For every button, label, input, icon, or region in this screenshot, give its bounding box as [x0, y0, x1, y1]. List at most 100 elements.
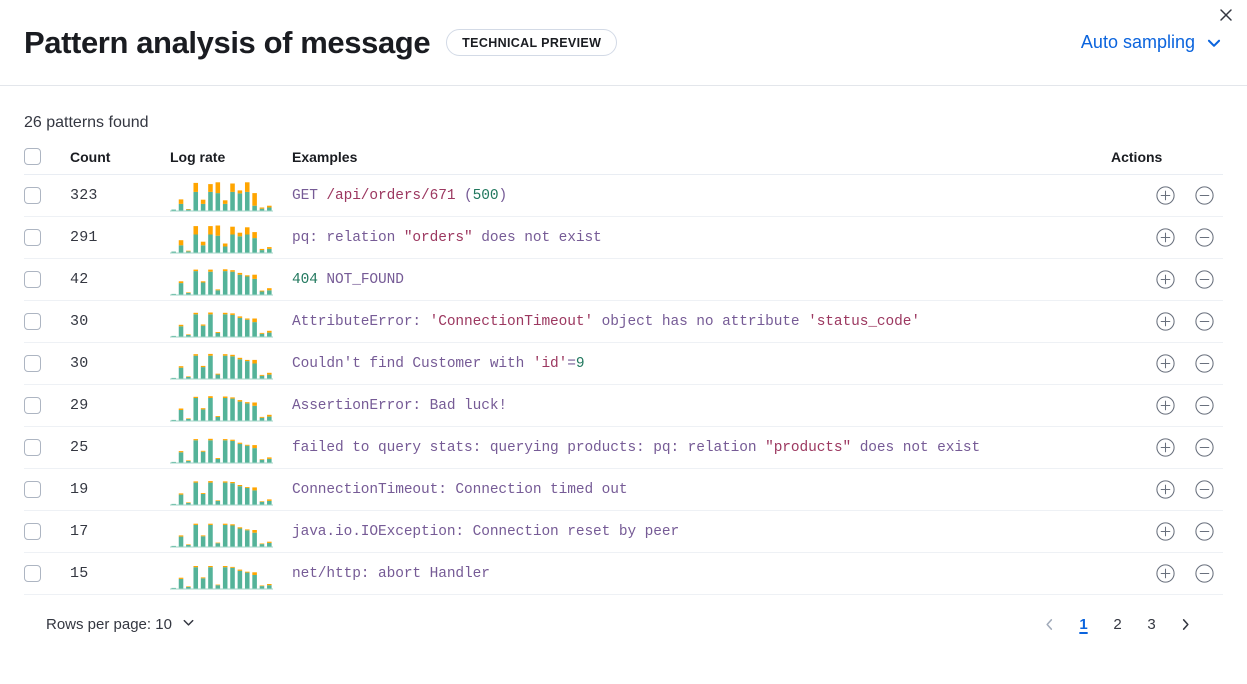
example-token: does not exist: [851, 439, 981, 456]
row-checkbox[interactable]: [24, 565, 41, 582]
plus-in-circle-icon[interactable]: [1155, 227, 1176, 248]
row-select-cell: [24, 216, 70, 259]
row-example: ConnectionTimeout: Connection timed out: [292, 468, 1111, 511]
row-select-cell: [24, 468, 70, 511]
row-actions: [1111, 300, 1223, 343]
row-example: 404 NOT_FOUND: [292, 258, 1111, 301]
example-token: failed to query stats: querying products…: [292, 439, 766, 456]
plus-in-circle-icon[interactable]: [1155, 563, 1176, 584]
minus-in-circle-icon[interactable]: [1194, 269, 1215, 290]
row-count: 30: [70, 342, 170, 385]
auto-sampling-control[interactable]: Auto sampling: [1081, 32, 1223, 53]
row-select-cell: [24, 426, 70, 469]
minus-in-circle-icon[interactable]: [1194, 311, 1215, 332]
plus-in-circle-icon[interactable]: [1155, 185, 1176, 206]
chevron-down-icon: [1205, 34, 1223, 52]
row-checkbox[interactable]: [24, 229, 41, 246]
plus-in-circle-icon[interactable]: [1155, 479, 1176, 500]
table-row[interactable]: 15 net/http: abort Handler: [24, 552, 1223, 595]
patterns-found-count: 26 patterns found: [24, 114, 149, 131]
row-select-cell: [24, 384, 70, 427]
chevron-left-icon[interactable]: [1036, 611, 1063, 638]
row-checkbox[interactable]: [24, 523, 41, 540]
row-checkbox[interactable]: [24, 355, 41, 372]
row-checkbox[interactable]: [24, 481, 41, 498]
minus-in-circle-icon[interactable]: [1194, 479, 1215, 500]
rows-per-page-selector[interactable]: Rows per page: 10: [36, 609, 206, 640]
row-example: AssertionError: Bad luck!: [292, 384, 1111, 427]
row-count: 19: [70, 468, 170, 511]
close-icon[interactable]: [1213, 2, 1239, 28]
row-actions: [1111, 216, 1223, 259]
example-token: =: [567, 355, 576, 372]
row-select-cell: [24, 174, 70, 217]
row-checkbox[interactable]: [24, 313, 41, 330]
row-actions: [1111, 258, 1223, 301]
row-actions: [1111, 552, 1223, 595]
chevron-right-icon[interactable]: [1172, 611, 1199, 638]
pagination-page-2[interactable]: 2: [1113, 616, 1122, 633]
row-actions: [1111, 384, 1223, 427]
minus-in-circle-icon[interactable]: [1194, 353, 1215, 374]
column-header-count[interactable]: Count: [70, 149, 111, 165]
column-header-examples[interactable]: Examples: [292, 149, 358, 165]
row-select-cell: [24, 552, 70, 595]
example-token: (: [455, 187, 473, 204]
minus-in-circle-icon[interactable]: [1194, 395, 1215, 416]
plus-in-circle-icon[interactable]: [1155, 521, 1176, 542]
row-count: 29: [70, 384, 170, 427]
table-row[interactable]: 29 AssertionError: Bad luck!: [24, 384, 1223, 427]
row-count: 17: [70, 510, 170, 553]
pagination-page-3[interactable]: 3: [1147, 616, 1156, 633]
rows-per-page-label: Rows per page: 10: [46, 616, 172, 633]
example-token: 9: [575, 355, 585, 372]
row-example: net/http: abort Handler: [292, 552, 1111, 595]
plus-in-circle-icon[interactable]: [1155, 395, 1176, 416]
example-token: 404: [292, 271, 318, 288]
select-all-checkbox[interactable]: [24, 148, 41, 165]
row-checkbox[interactable]: [24, 397, 41, 414]
minus-in-circle-icon[interactable]: [1194, 563, 1215, 584]
row-log-rate-sparkline: [170, 174, 292, 217]
row-log-rate-sparkline: [170, 384, 292, 427]
plus-in-circle-icon[interactable]: [1155, 437, 1176, 458]
example-token: 'status_code': [808, 313, 920, 330]
plus-in-circle-icon[interactable]: [1155, 311, 1176, 332]
row-select-cell: [24, 258, 70, 301]
minus-in-circle-icon[interactable]: [1194, 227, 1215, 248]
example-token: net/http: abort Handler: [292, 565, 490, 582]
plus-in-circle-icon[interactable]: [1155, 353, 1176, 374]
table-row[interactable]: 19 ConnectionTimeout: Connection timed ou…: [24, 468, 1223, 511]
row-actions: [1111, 342, 1223, 385]
row-checkbox[interactable]: [24, 187, 41, 204]
minus-in-circle-icon[interactable]: [1194, 437, 1215, 458]
example-token: "orders": [403, 229, 473, 246]
example-token: AssertionError: Bad luck!: [292, 397, 508, 414]
minus-in-circle-icon[interactable]: [1194, 521, 1215, 542]
minus-in-circle-icon[interactable]: [1194, 185, 1215, 206]
plus-in-circle-icon[interactable]: [1155, 269, 1176, 290]
row-log-rate-sparkline: [170, 342, 292, 385]
row-checkbox[interactable]: [24, 271, 41, 288]
column-header-log-rate[interactable]: Log rate: [170, 149, 226, 165]
example-token: 500: [472, 187, 499, 204]
table-row[interactable]: 17 java.io.IOException: Connection reset …: [24, 510, 1223, 553]
row-checkbox[interactable]: [24, 439, 41, 456]
example-token: /api/orders/671: [326, 187, 456, 204]
row-log-rate-sparkline: [170, 300, 292, 343]
row-select-cell: [24, 510, 70, 553]
status-badge: TECHNICAL PREVIEW: [446, 29, 618, 56]
pagination-page-1[interactable]: 1: [1079, 616, 1088, 633]
row-count: 15: [70, 552, 170, 595]
example-token: 'id': [532, 355, 568, 372]
row-example: GET /api/orders/671 (500): [292, 174, 1111, 217]
example-token: java.io.IOException: Connection reset by…: [292, 523, 680, 540]
